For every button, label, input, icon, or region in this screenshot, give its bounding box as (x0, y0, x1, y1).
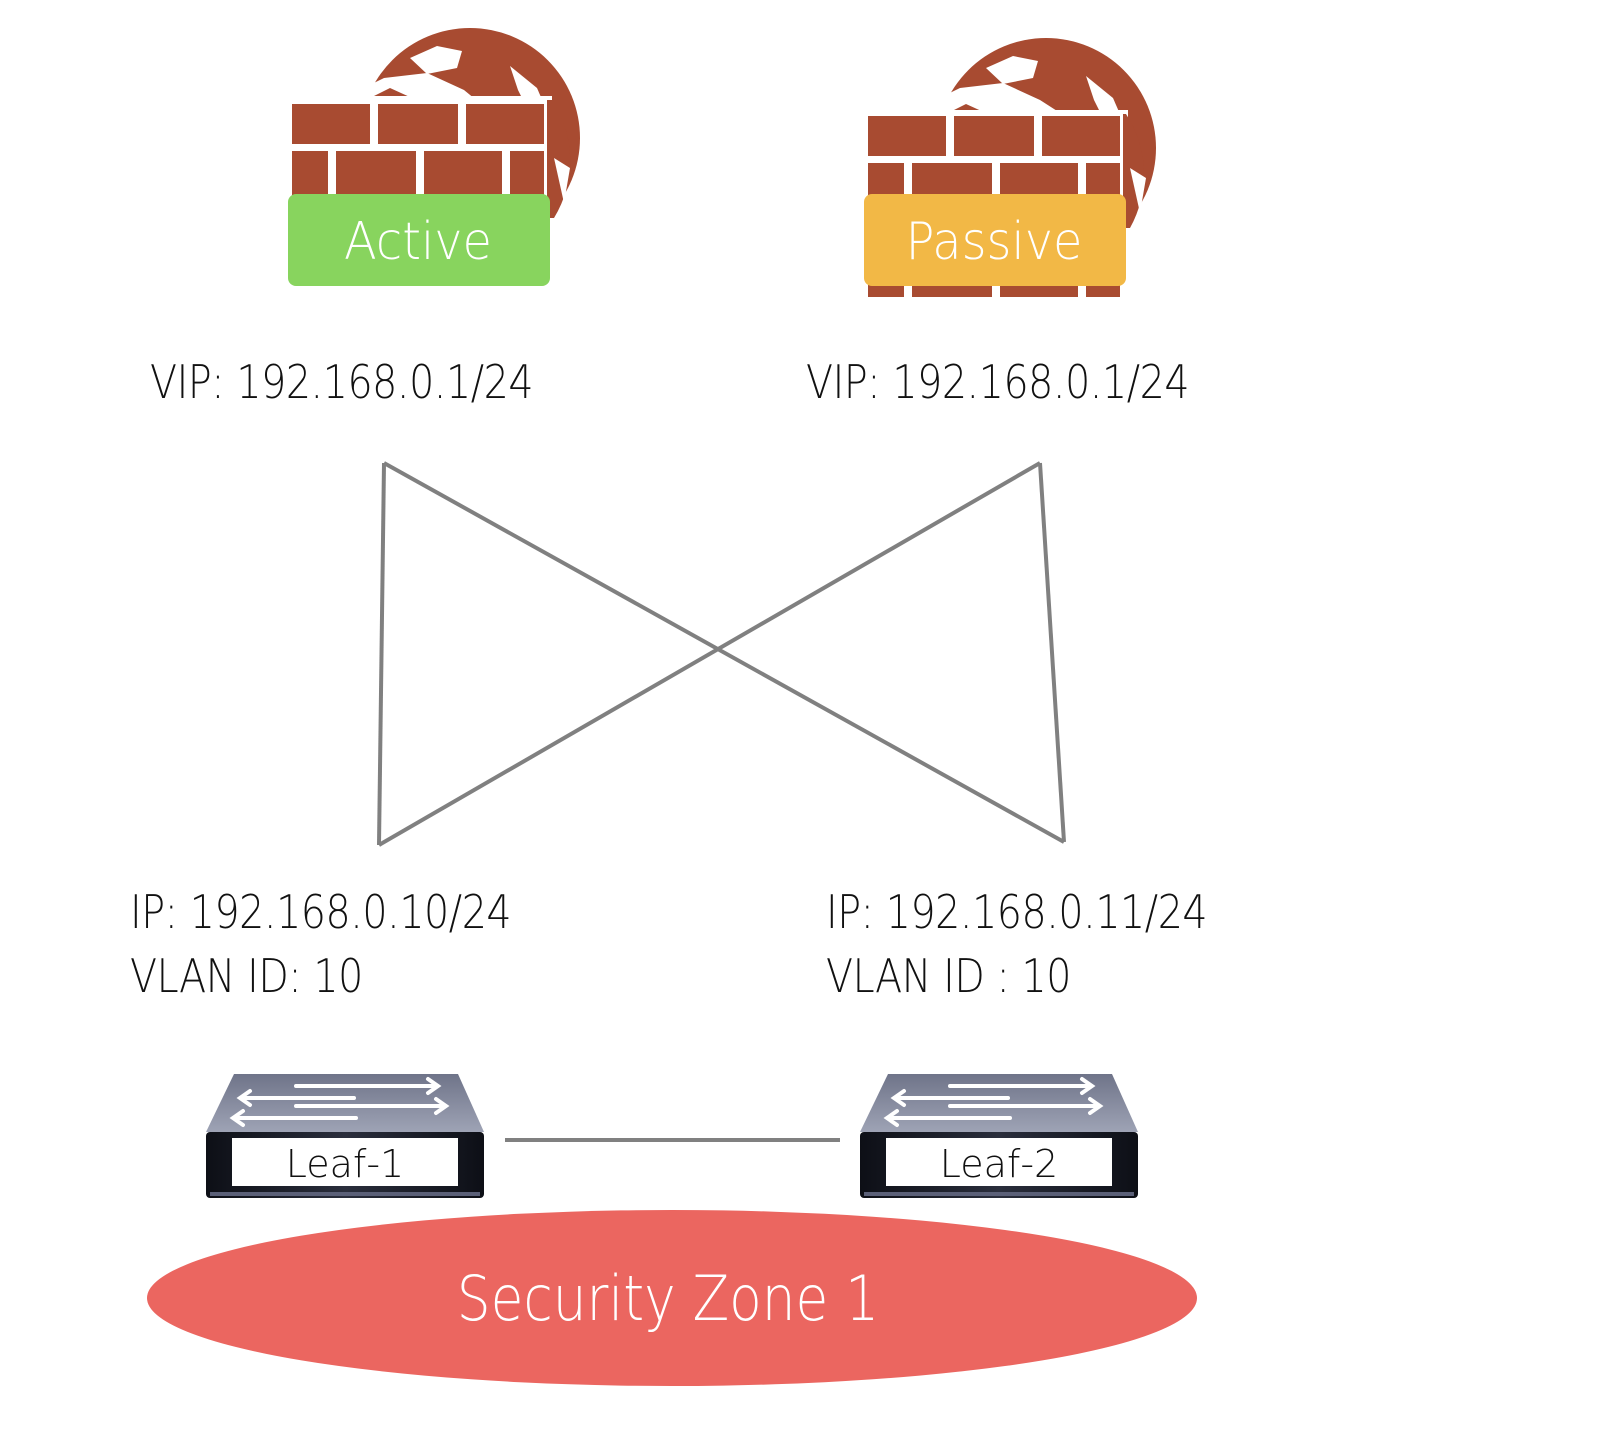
leaf-2[interactable]: Leaf-2 (860, 1074, 1138, 1198)
vlan-label-leaf-2: VLAN ID : 10 (826, 949, 1072, 1003)
status-badge-active-label: Active (344, 211, 492, 271)
ip-label-leaf-1: IP: 192.168.0.10/24 (130, 885, 512, 939)
ip-label-leaf-2: IP: 192.168.0.11/24 (826, 885, 1208, 939)
security-zone[interactable]: Security Zone 1 (147, 1210, 1197, 1386)
switch-label: Leaf-2 (940, 1142, 1058, 1186)
vip-label-passive: VIP: 192.168.0.1/24 (806, 355, 1190, 409)
firewall-active[interactable]: Active (288, 28, 580, 296)
firewall-passive[interactable]: Passive (864, 38, 1156, 310)
status-badge-active (288, 194, 550, 286)
security-zone-label: Security Zone 1 (457, 1262, 879, 1335)
links (377, 461, 1066, 1142)
security-zone-ellipse (147, 1210, 1197, 1386)
switch-nameplate (886, 1138, 1112, 1186)
leaf-1[interactable]: Leaf-1 (206, 1074, 484, 1198)
switch-nameplate (232, 1138, 458, 1186)
status-badge-passive-label: Passive (906, 211, 1083, 271)
link-active-leaf1 (377, 462, 386, 846)
link-passive-leaf2 (1038, 462, 1066, 843)
vlan-label-leaf-1: VLAN ID: 10 (130, 949, 363, 1003)
link-passive-leaf1 (377, 461, 1042, 847)
link-active-leaf2 (383, 461, 1065, 844)
vip-label-active: VIP: 192.168.0.1/24 (150, 355, 534, 409)
status-badge-passive (864, 194, 1126, 286)
switch-label: Leaf-1 (286, 1142, 404, 1186)
